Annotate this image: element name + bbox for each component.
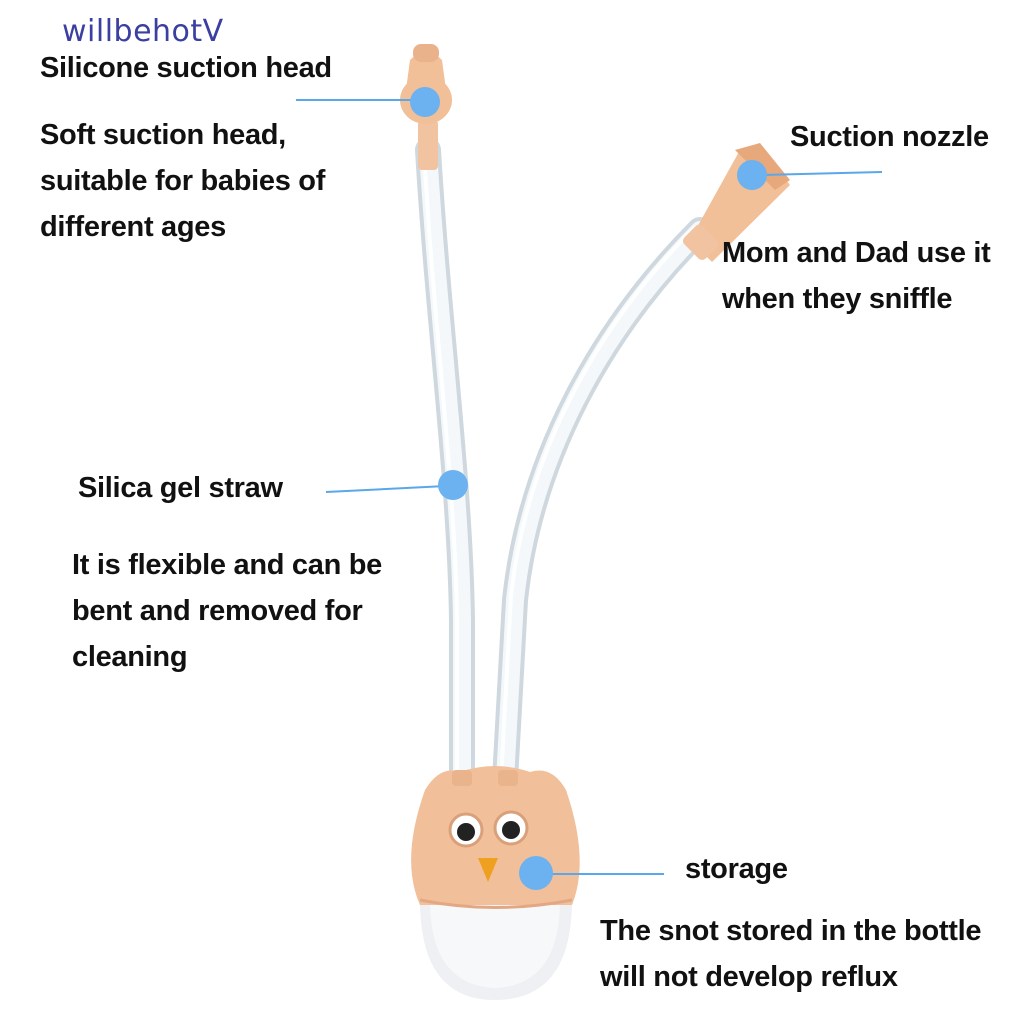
suction-head-title: Silicone suction head (40, 52, 332, 84)
watermark-text: willbehotV (62, 14, 224, 49)
suction-head-desc-line: different ages (40, 211, 226, 243)
storage-desc-line: The snot stored in the bottle (600, 915, 982, 947)
callout-leader-suction-head (296, 87, 440, 117)
suction-head-desc-line: suitable for babies of (40, 165, 326, 197)
straw-desc-line: It is flexible and can be (72, 549, 382, 581)
straw-desc-line: bent and removed for (72, 595, 363, 627)
left-silica-tube (415, 137, 475, 793)
nozzle-desc-line: when they sniffle (722, 283, 953, 315)
storage-desc-line: will not develop reflux (600, 961, 898, 993)
suction-head-desc-line: Soft suction head, (40, 119, 286, 151)
nozzle-desc-line: Mom and Dad use it (722, 237, 991, 269)
callout-leader-storage (519, 856, 664, 890)
callout-leader-straw (325, 470, 468, 500)
straw-desc-line: cleaning (72, 641, 188, 673)
owl-storage-bottle (411, 766, 580, 1000)
callout-leader-nozzle (737, 160, 883, 190)
storage-description: The snot stored in the bottle will not d… (600, 908, 981, 1000)
nozzle-description: Mom and Dad use it when they sniffle (722, 230, 991, 322)
nozzle-title: Suction nozzle (790, 121, 989, 153)
suction-head-description: Soft suction head, suitable for babies o… (40, 112, 325, 250)
straw-title: Silica gel straw (78, 472, 283, 504)
storage-title: storage (685, 853, 788, 885)
straw-description: It is flexible and can be bent and remov… (72, 542, 382, 680)
right-silica-tube (492, 217, 713, 793)
